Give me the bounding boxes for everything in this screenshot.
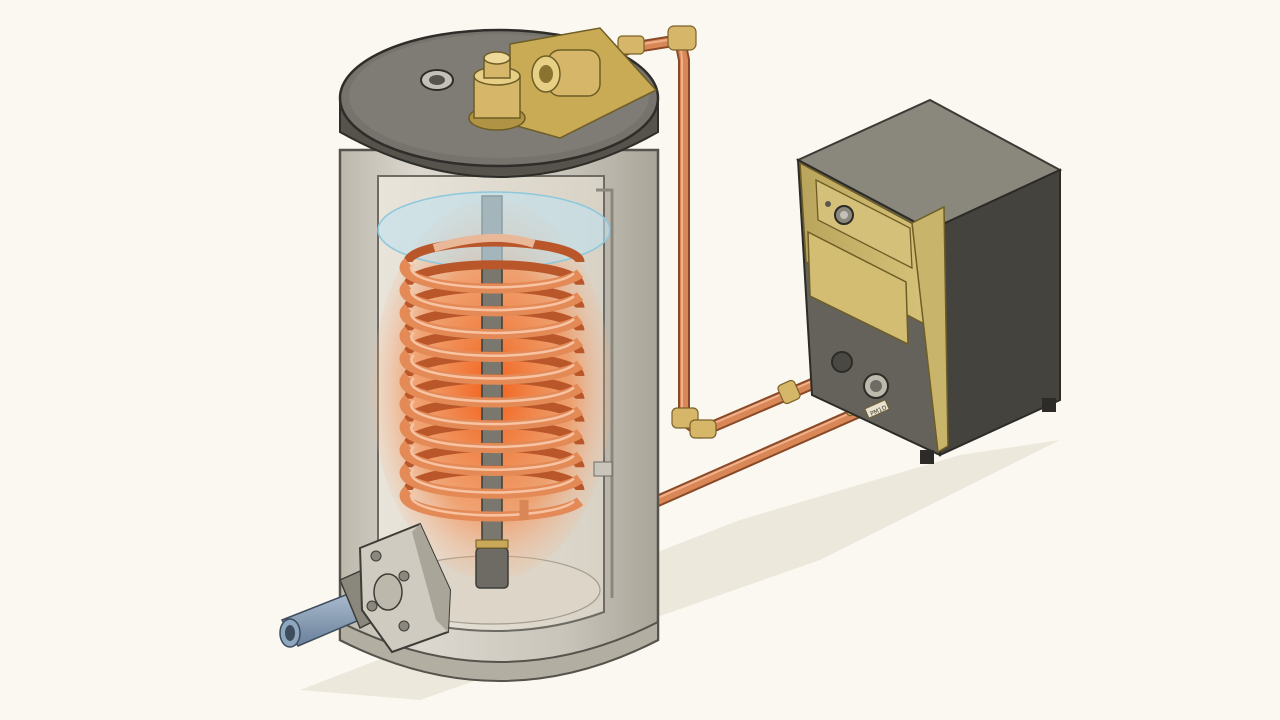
coil-highlight xyxy=(410,285,575,312)
coil-lead-top xyxy=(432,233,536,252)
coil-highlight xyxy=(410,422,575,449)
coil-highlight xyxy=(410,468,575,494)
coil-highlight xyxy=(410,354,575,380)
coil-highlight xyxy=(410,377,575,403)
boiler: PM1D xyxy=(795,98,1063,464)
cold-inlet xyxy=(279,522,452,654)
boiler-door xyxy=(807,230,909,346)
coil-highlight xyxy=(410,331,575,357)
coil-highlight xyxy=(410,445,575,471)
elbow-fitting-icon xyxy=(531,49,601,97)
heating-coil xyxy=(399,233,585,522)
coil-highlight xyxy=(410,491,575,517)
valve-icon xyxy=(468,51,526,131)
coil-turn-back xyxy=(403,237,585,263)
coil-highlight xyxy=(410,308,575,335)
coil-highlight xyxy=(410,263,575,289)
boiler-control-panel xyxy=(815,178,913,270)
coil-highlight xyxy=(410,399,575,426)
storage-tank xyxy=(279,27,660,682)
